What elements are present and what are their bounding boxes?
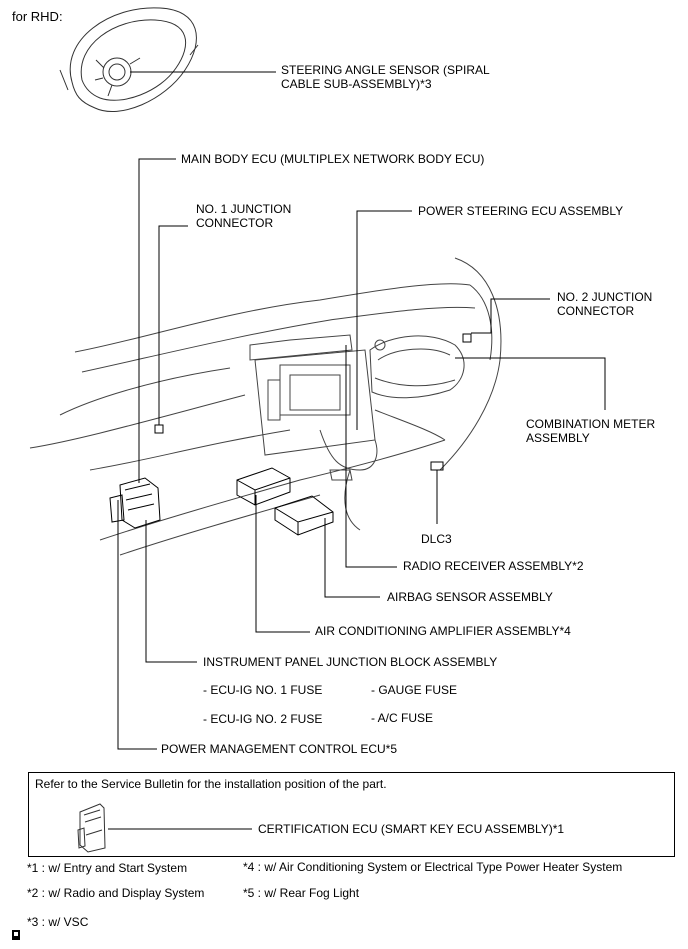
combination-meter-label-line2: ASSEMBLY bbox=[526, 431, 590, 445]
page-marker-icon bbox=[12, 930, 20, 940]
footnote-5: *5 : w/ Rear Fog Light bbox=[243, 886, 360, 900]
steering-angle-sensor-label-line2: CABLE SUB-ASSEMBLY)*3 bbox=[281, 77, 432, 91]
airbag-sensor-shape bbox=[274, 495, 334, 536]
power-management-control-ecu-label: POWER MANAGEMENT CONTROL ECU*5 bbox=[161, 742, 398, 756]
service-bulletin-note-box bbox=[28, 772, 675, 857]
leader-lines bbox=[108, 158, 606, 830]
certification-ecu-label: CERTIFICATION ECU (SMART KEY ECU ASSEMBL… bbox=[258, 822, 565, 836]
combination-meter-label-line1: COMBINATION METER bbox=[526, 417, 656, 431]
service-bulletin-note: Refer to the Service Bulletin for the in… bbox=[35, 777, 387, 791]
airbag-sensor-label: AIRBAG SENSOR ASSEMBLY bbox=[387, 590, 553, 604]
steering-wheel-illustration bbox=[59, 7, 199, 113]
footnote-4: *4 : w/ Air Conditioning System or Elect… bbox=[243, 860, 623, 874]
radio-receiver-label: RADIO RECEIVER ASSEMBLY*2 bbox=[403, 559, 584, 573]
no1-junction-connector-shape bbox=[154, 424, 164, 434]
no2-junction-connector-shape bbox=[462, 333, 472, 343]
fuse-ac: - A/C FUSE bbox=[371, 711, 434, 725]
certification-ecu-shape bbox=[77, 803, 106, 853]
footnote-2: *2 : w/ Radio and Display System bbox=[27, 886, 205, 900]
dashboard-illustration bbox=[29, 257, 502, 556]
fuse-ecu-ig-no2: - ECU-IG NO. 2 FUSE bbox=[203, 712, 323, 726]
power-steering-ecu-label: POWER STEERING ECU ASSEMBLY bbox=[418, 204, 624, 218]
fuse-ecu-ig-no1: - ECU-IG NO. 1 FUSE bbox=[203, 683, 323, 697]
fuse-gauge: - GAUGE FUSE bbox=[371, 683, 458, 697]
no1-junction-label-line1: NO. 1 JUNCTION bbox=[196, 202, 292, 216]
dlc3-label: DLC3 bbox=[421, 532, 452, 546]
no2-junction-label-line1: NO. 2 JUNCTION bbox=[557, 290, 653, 304]
junction-block-shape bbox=[109, 477, 161, 529]
air-conditioning-amplifier-shape bbox=[236, 467, 291, 506]
for-rhd-label: for RHD: bbox=[12, 9, 63, 24]
main-body-ecu-label: MAIN BODY ECU (MULTIPLEX NETWORK BODY EC… bbox=[181, 152, 485, 166]
footnote-1: *1 : w/ Entry and Start System bbox=[27, 861, 188, 875]
no2-junction-label-line2: CONNECTOR bbox=[557, 304, 635, 318]
instrument-panel-junction-block-label: INSTRUMENT PANEL JUNCTION BLOCK ASSEMBLY bbox=[203, 655, 498, 669]
steering-angle-sensor-label-line1: STEERING ANGLE SENSOR (SPIRAL bbox=[281, 63, 490, 77]
air-conditioning-amplifier-label: AIR CONDITIONING AMPLIFIER ASSEMBLY*4 bbox=[315, 624, 571, 638]
no1-junction-label-line2: CONNECTOR bbox=[196, 216, 274, 230]
footnote-3: *3 : w/ VSC bbox=[27, 915, 89, 929]
